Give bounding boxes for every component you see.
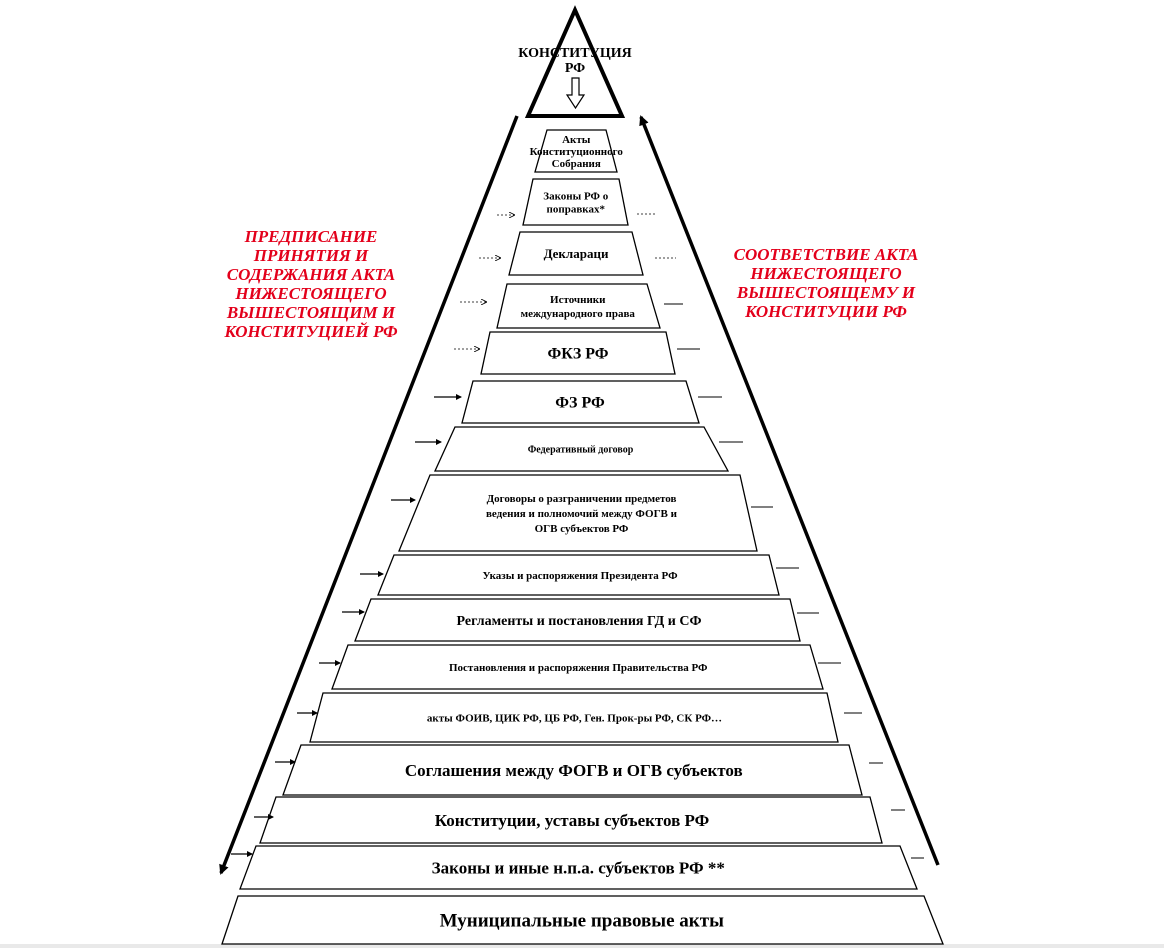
pyramid-level-shape	[221, 895, 944, 945]
left-prescription-arrow	[219, 115, 519, 875]
pyramid-level-label: Федеративный договор	[528, 445, 634, 456]
pyramid-level-label: Деклараци	[544, 246, 609, 261]
pyramid-level-shape	[433, 426, 730, 472]
pyramid-level-12: акты ФОИВ, ЦИК РФ, ЦБ РФ, Ген. Прок-ры Р…	[309, 692, 839, 743]
right-note: СООТВЕТСТВИЕ АКТА НИЖЕСТОЯЩЕГО ВЫШЕСТОЯЩ…	[733, 245, 919, 321]
pyramid-level-label: ОГВ субъектов РФ	[535, 523, 629, 535]
pyramid-level-label: Муниципальные правовые акты	[440, 911, 724, 932]
pyramid-level-15: Законы и иные н.п.а. субъектов РФ **	[239, 845, 918, 890]
pyramid-level-shape	[534, 129, 618, 173]
apex-title-line2: РФ	[565, 61, 585, 76]
pyramid-level-9: Указы и распоряжения Президента РФ	[377, 554, 780, 596]
pyramid-level-label: ФЗ РФ	[555, 395, 605, 412]
pyramid-level-3: Деклараци	[508, 231, 644, 276]
pyramid-level-label: Акты	[562, 134, 591, 146]
pyramid-level-label: Регламенты и постановления ГД и СФ	[457, 614, 702, 629]
pyramid-level-shape	[259, 796, 883, 844]
pyramid-level-6: ФЗ РФ	[461, 380, 700, 424]
down-arrow-icon	[565, 77, 586, 110]
pyramid-level-8: Договоры о разграничении предметов ведени…	[398, 474, 758, 552]
pyramid-level-16: Муниципальные правовые акты	[221, 895, 944, 945]
pyramid-level-shape	[282, 744, 863, 796]
apex-title-line1: КОНСТИТУЦИЯ	[518, 46, 631, 61]
pyramid-level-label: Законы РФ о	[543, 190, 608, 202]
pyramid-level-shape	[354, 598, 801, 642]
pyramid-level-label: ведения и полномочий между ФОГВ и	[486, 508, 678, 520]
pyramid-level-label: Договоры о разграничении предметов	[487, 493, 677, 505]
pyramid-level-14: Конституции, уставы субъектов РФ	[259, 796, 883, 844]
pyramid-level-13: Соглашения между ФОГВ и ОГВ субъектов	[282, 744, 863, 796]
pyramid-level-label: международного права	[521, 308, 636, 320]
pyramid-level-7: Федеративный договор	[433, 426, 730, 472]
pyramid-level-5: ФКЗ РФ	[480, 331, 676, 375]
pyramid-level-label: Постановления и распоряжения Правительст…	[449, 662, 708, 674]
pyramid-level-4: Источники международного права	[496, 283, 661, 329]
pyramid-level-label: Конституционного	[530, 146, 624, 158]
pyramid-level-shape	[331, 644, 824, 690]
pyramid-level-shape	[461, 380, 700, 424]
page-bottom-rule	[0, 944, 1164, 948]
pyramid-level-shape	[496, 283, 661, 329]
pyramid-level-label: акты ФОИВ, ЦИК РФ, ЦБ РФ, Ген. Прок-ры Р…	[427, 712, 722, 724]
pyramid-level-label: Указы и распоряжения Президента РФ	[482, 570, 678, 582]
pyramid-level-label: Конституции, уставы субъектов РФ	[435, 811, 710, 830]
right-conformity-arrow	[639, 115, 940, 866]
pyramid-level-label: Соглашения между ФОГВ и ОГВ субъектов	[405, 761, 743, 780]
pyramid-level-shape	[377, 554, 780, 596]
pyramid-level-shape	[522, 178, 629, 226]
pyramid-level-11: Постановления и распоряжения Правительст…	[331, 644, 824, 690]
pyramid-level-shape	[239, 845, 918, 890]
pyramid-level-label: Собрания	[552, 158, 601, 170]
pyramid-level-shape	[508, 231, 644, 276]
pyramid-level-10: Регламенты и постановления ГД и СФ	[354, 598, 801, 642]
pyramid-level-label: поправках*	[547, 203, 606, 215]
pyramid-level-shape	[309, 692, 839, 743]
left-note: ПРЕДПИСАНИЕ ПРИНЯТИЯ И СОДЕРЖАНИЯ АКТА Н…	[224, 227, 398, 341]
pyramid-level-shape	[398, 474, 758, 552]
pyramid-level-label: Законы и иные н.п.а. субъектов РФ **	[432, 858, 725, 877]
apex-triangle	[524, 5, 626, 118]
pyramid-level-label: ФКЗ РФ	[547, 346, 608, 363]
pyramid-level-shape	[480, 331, 676, 375]
pyramid-level-label: Источники	[550, 294, 606, 306]
